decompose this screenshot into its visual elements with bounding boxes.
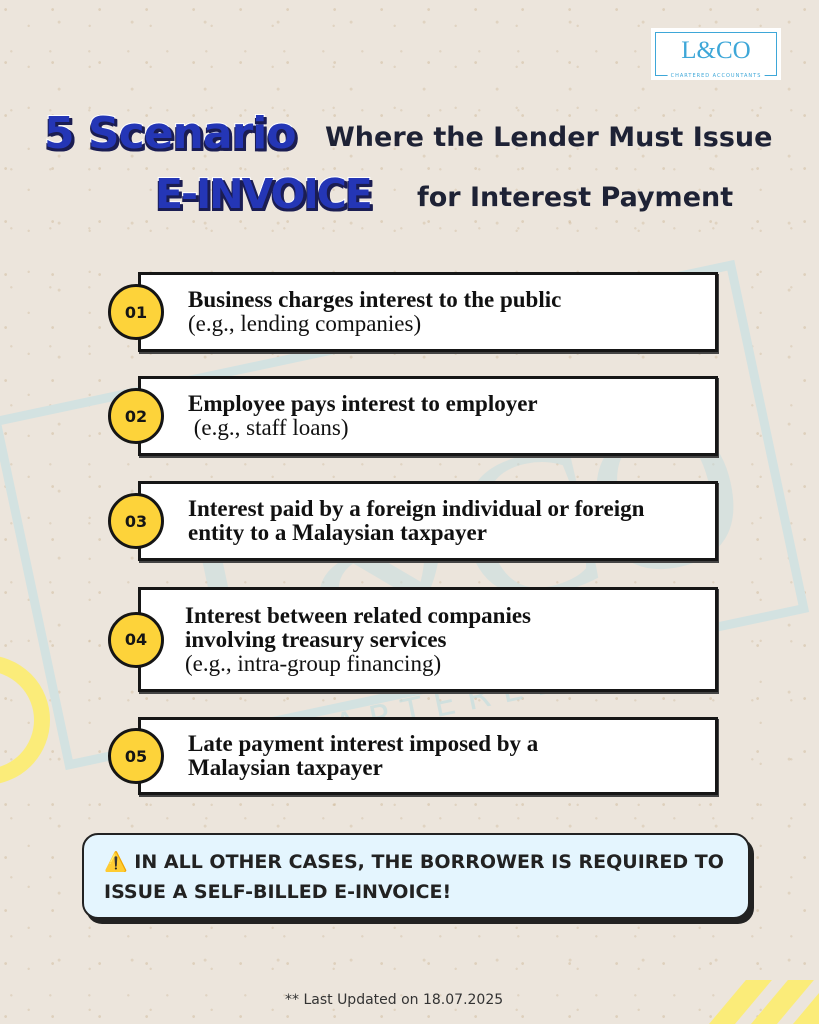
logo-subtitle: CHARTERED ACCOUNTANTS [667,73,765,79]
company-logo: L&CO CHARTERED ACCOUNTANTS [651,28,781,80]
headline-highlight: E-INVOICE [154,169,374,219]
scenario-title: Late payment interest imposed by a Malay… [188,731,539,780]
warning-icon: ⚠️ [104,851,128,873]
scenario-item-03: 03 Interest paid by a foreign individual… [108,481,718,561]
scenario-title: Employee pays interest to employer [188,391,538,416]
scenario-text: Employee pays interest to employer (e.g.… [188,392,708,440]
scenario-example: (e.g., intra-group financing) [185,650,442,676]
scenario-example: (e.g., staff loans) [188,415,349,440]
number-badge: 03 [108,493,164,549]
scenario-text: Business charges interest to the public … [188,288,708,336]
headline-line1: Where the Lender Must Issue [325,122,773,153]
warning-callout: ⚠️ IN ALL OTHER CASES, THE BORROWER IS R… [82,833,750,919]
headline-line2: for Interest Payment [417,182,734,213]
callout-text: IN ALL OTHER CASES, THE BORROWER IS REQU… [104,851,724,903]
scenario-item-05: 05 Late payment interest imposed by a Ma… [108,717,718,795]
scenario-item-01: 01 Business charges interest to the publ… [108,272,718,352]
decorative-ring [0,655,50,785]
scenario-text: Interest between related companies invol… [185,602,548,676]
scenario-item-04: 04 Interest between related companies in… [108,587,718,692]
headline-number-word: 5 Scenario [43,107,298,160]
last-updated-note: ** Last Updated on 18.07.2025 [285,992,504,1008]
scenario-text: Interest paid by a foreign individual or… [188,497,658,545]
number-badge: 02 [108,388,164,444]
scenario-card [138,587,718,692]
scenario-item-02: 02 Employee pays interest to employer (e… [108,376,718,456]
scenario-card [138,376,718,456]
scenario-title: Interest paid by a foreign individual or… [188,496,645,545]
scenario-title: Interest between related companies invol… [185,602,531,652]
scenario-example: (e.g., lending companies) [188,311,422,336]
number-badge: 04 [108,611,164,668]
scenario-card [138,272,718,352]
scenario-text: Late payment interest imposed by a Malay… [188,732,618,780]
logo-text: L&CO [681,37,751,64]
decorative-stripes [669,980,819,1024]
scenario-title: Business charges interest to the public [188,287,562,312]
number-badge: 05 [108,728,164,784]
number-badge: 01 [108,284,164,340]
scenario-card [138,481,718,561]
